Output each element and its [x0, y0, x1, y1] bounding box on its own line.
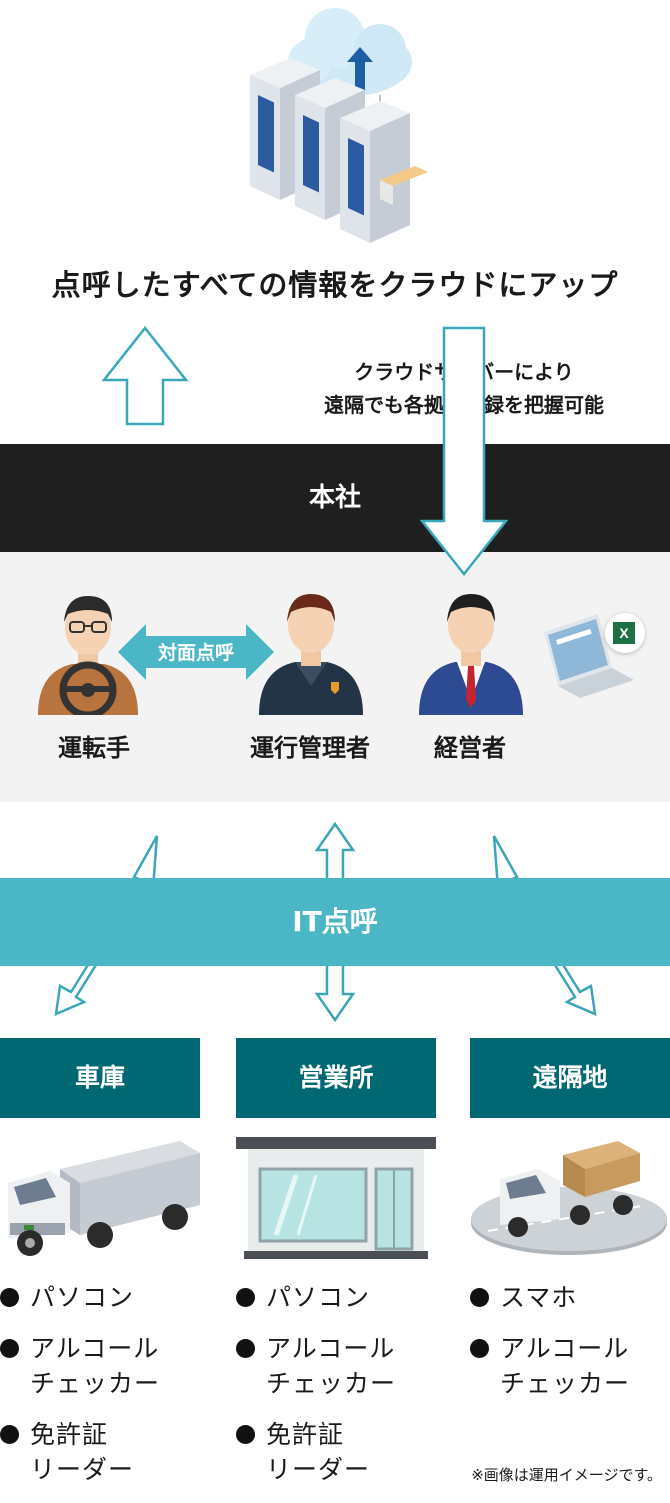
list-item: アルコール チェッカー: [0, 1331, 210, 1401]
device-label: アルコール チェッカー: [30, 1334, 161, 1398]
glasses-icon: [69, 621, 107, 633]
roll-call-badge: 対面点呼: [157, 642, 234, 664]
manager-figure: [259, 594, 363, 715]
device-label: スマホ: [500, 1283, 578, 1312]
excel-icon: X: [605, 613, 645, 653]
head-office-band: 本社: [0, 444, 670, 552]
roll-call-arrow: [118, 624, 274, 680]
location-garage: 車庫: [0, 1038, 200, 1118]
device-label: パソコン: [266, 1283, 371, 1312]
steering-wheel-icon: [59, 661, 117, 715]
device-list-garage: パソコン アルコール チェッカー 免許証 リーダー: [0, 1280, 210, 1503]
bullet-icon: [470, 1339, 489, 1358]
hero-title: 点呼したすべての情報をクラウドにアップ: [51, 268, 619, 302]
role-manager: 運行管理者: [250, 734, 370, 762]
list-item: パソコン: [0, 1280, 210, 1315]
list-item: パソコン: [236, 1280, 446, 1315]
executive-figure: [419, 594, 523, 715]
bullet-icon: [470, 1288, 489, 1307]
list-item: スマホ: [470, 1280, 670, 1315]
driver-figure: [38, 596, 138, 715]
upload-arrow-icon: [101, 325, 189, 426]
bullet-icon: [236, 1339, 255, 1358]
bullet-icon: [236, 1288, 255, 1307]
role-driver: 運転手: [58, 734, 130, 762]
excel-icon-letter: X: [613, 622, 635, 644]
device-label: 免許証 リーダー: [30, 1420, 135, 1484]
laptop-icon: [544, 614, 634, 698]
location-remote: 遠隔地: [470, 1038, 670, 1118]
device-label: パソコン: [30, 1283, 135, 1312]
bullet-icon: [0, 1339, 19, 1358]
list-item: 免許証 リーダー: [0, 1417, 210, 1487]
list-item: 免許証 リーダー: [236, 1417, 446, 1487]
device-list-remote: スマホ アルコール チェッカー: [470, 1280, 670, 1417]
image-footnote: ※画像は運用イメージです。: [471, 1466, 662, 1484]
location-sales-office: 営業所: [236, 1038, 436, 1118]
bullet-icon: [236, 1425, 255, 1444]
it-roll-call-band: IT点呼: [0, 878, 670, 966]
head-office-label: 本社: [308, 483, 361, 513]
device-label: 免許証 リーダー: [266, 1420, 371, 1484]
device-list-sales-office: パソコン アルコール チェッカー 免許証 リーダー: [236, 1280, 446, 1503]
device-label: アルコール チェッカー: [266, 1334, 397, 1398]
remote-truck-icon: [471, 1141, 667, 1255]
cloud-server-illustration: [250, 8, 428, 243]
list-item: アルコール チェッカー: [236, 1331, 446, 1401]
office-building-icon: [236, 1137, 436, 1259]
role-executive: 経営者: [434, 734, 506, 762]
truck-icon: [8, 1141, 200, 1256]
download-arrow-icon: [419, 326, 509, 577]
it-roll-call-label: IT点呼: [292, 905, 378, 938]
server-rack-icon: [340, 101, 428, 243]
list-item: アルコール チェッカー: [470, 1331, 670, 1401]
bullet-icon: [0, 1288, 19, 1307]
server-rack-icon: [295, 78, 365, 220]
device-label: アルコール チェッカー: [500, 1334, 631, 1398]
bullet-icon: [0, 1425, 19, 1444]
